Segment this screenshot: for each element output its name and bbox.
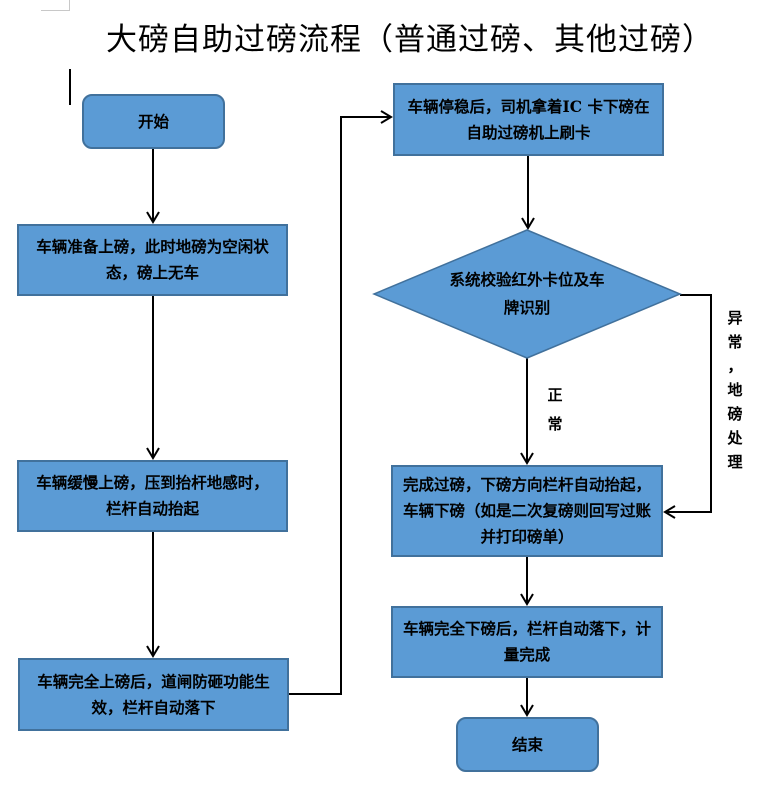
step-complete-weighing-label: 完成过磅，下磅方向栏杆自动抬起，车辆下磅（如是二次复磅则回写过账并打印磅单）	[403, 475, 652, 546]
end-node[interactable]: 结束	[456, 717, 599, 772]
start-node[interactable]: 开始	[82, 94, 225, 149]
page-title: 大磅自助过磅流程（普通过磅、其他过磅）	[106, 22, 714, 58]
step-swipe-card[interactable]: 车辆停稳后，司机拿着IC 卡下磅在自助过磅机上刷卡	[393, 83, 664, 156]
step-vehicle-prepare-label: 车辆准备上磅，此时地磅为空闲状态，磅上无车	[36, 237, 269, 282]
start-label: 开始	[137, 111, 169, 131]
step-barrier-raise-label: 车辆缓慢上磅，压到抬杆地感时，栏杆自动抬起	[36, 473, 269, 518]
step-vehicle-prepare[interactable]: 车辆准备上磅，此时地磅为空闲状态，磅上无车	[17, 224, 288, 296]
step-measure-complete[interactable]: 车辆完全下磅后，栏杆自动落下，计量完成	[391, 606, 663, 678]
step-barrier-lower-label: 车辆完全上磅后，道闸防砸功能生效，栏杆自动落下	[37, 671, 270, 717]
decision-label: 系统校验红外卡位及车牌识别	[449, 270, 605, 317]
edge-step3-step4	[289, 110, 393, 695]
step-swipe-card-label: 车辆停稳后，司机拿着IC 卡下磅在自助过磅机上刷卡	[407, 96, 650, 142]
decision-diamond	[372, 229, 682, 359]
step-barrier-lower[interactable]: 车辆完全上磅后，道闸防砸功能生效，栏杆自动落下	[18, 658, 289, 731]
abnormal-char: 磅	[727, 405, 743, 423]
step-barrier-raise[interactable]: 车辆缓慢上磅，压到抬杆地感时，栏杆自动抬起	[17, 460, 288, 532]
end-label: 结束	[511, 734, 543, 754]
abnormal-char: 异	[727, 309, 743, 327]
step-measure-complete-label: 车辆完全下磅后，栏杆自动落下，计量完成	[403, 619, 652, 664]
abnormal-char: 常	[727, 333, 743, 351]
normal-char: 常	[547, 415, 563, 433]
normal-edge-label: 正 常	[545, 381, 565, 439]
abnormal-char: 理	[727, 453, 743, 471]
page-corner-mark	[41, 0, 70, 11]
step-complete-weighing[interactable]: 完成过磅，下磅方向栏杆自动抬起，车辆下磅（如是二次复磅则回写过账并打印磅单）	[391, 465, 663, 557]
normal-char: 正	[547, 386, 563, 404]
abnormal-char: ，	[727, 357, 743, 375]
abnormal-edge-label: 异 常 ， 地 磅 处 理	[725, 306, 745, 474]
edge-decision-abnormal	[663, 294, 712, 519]
abnormal-char: 处	[727, 429, 743, 447]
abnormal-char: 地	[727, 381, 743, 399]
text-cursor	[69, 69, 71, 105]
